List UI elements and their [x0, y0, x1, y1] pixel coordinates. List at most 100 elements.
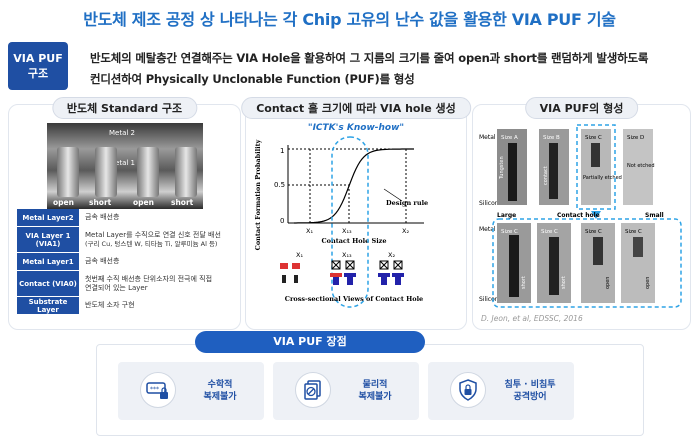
advantage-text: 침투 · 비침투 공격방어 [498, 379, 562, 403]
via-puf-structure-badge: VIA PUF 구조 [8, 42, 68, 90]
probability-chart: Contact Formation Probability 1 0.5 0 De… [254, 136, 428, 308]
layer-desc: 반도체 소자 구현 [85, 301, 135, 309]
layer-desc-line2: (구리 Cu, 텅스텐 W, 티타늄 Ti, 알루미늄 Al 등) [85, 239, 218, 248]
advantage-line2: 복제불가 [203, 392, 237, 402]
size-b-label: Size B [543, 135, 560, 141]
panel2-header: Contact 홀 크기에 따라 VIA hole 생성 [241, 97, 471, 119]
ictk-knowhow-label: "ICTK's Know-how" [307, 123, 405, 133]
open-label-2: open [133, 198, 154, 207]
down-arrow-icon [591, 211, 601, 219]
svg-text:***: *** [150, 386, 159, 393]
highlight-dashed-oval [331, 136, 369, 308]
intro-section: VIA PUF 구조 반도체의 메탈층간 연결해주는 VIA Hole을 활용하… [8, 42, 690, 94]
short-label-1: short [89, 198, 112, 207]
advantage-line2: 공격방어 [513, 392, 547, 402]
tungsten-note: Tungsten [499, 156, 505, 180]
layer-row: Substrate Layer 반도체 소자 구현 [17, 297, 235, 314]
state-open-2: open [645, 277, 651, 289]
layer-stack-table: Metal Layer2 금속 배선층 VIA Layer 1 (VIA1) M… [17, 209, 235, 315]
bottom-size-label: Size C [625, 229, 642, 235]
metal1-label: Metal 1 [109, 159, 136, 167]
advantage-text: 물리적 복제불가 [343, 379, 407, 403]
advantage-card-math: *** 수학적 복제불가 [118, 362, 264, 420]
password-lock-icon: *** [140, 372, 176, 408]
layer-desc-line1: 첫번째 수직 배선층 단위소자의 전극에 직접 [85, 274, 213, 283]
silicon-label-bottom: Silicon [479, 296, 499, 303]
advantage-line1: 침투 · 비침투 [504, 380, 556, 390]
x-tick-x1: X₁ [306, 227, 313, 235]
layer-desc: 금속 배선층 [85, 257, 120, 265]
intro-description: 반도체의 메탈층간 연결해주는 VIA Hole을 활용하여 그 지름의 크기를… [90, 48, 690, 90]
not-etched-note: Not etched [627, 163, 655, 169]
cross-section-caption: Cross-sectional Views of Contact Hole [285, 295, 423, 303]
sub-label-x2: X₂ [388, 251, 395, 259]
layer-row: Metal Layer2 금속 배선층 [17, 209, 235, 226]
state-short-1: short [521, 276, 527, 289]
state-short-2: short [561, 276, 567, 289]
size-c-highlight [576, 124, 616, 210]
state-open-1: open [605, 277, 611, 289]
badge-line1: VIA PUF [13, 52, 63, 65]
size-c-label: Size C [585, 135, 602, 141]
cross-section-icons [280, 260, 404, 285]
badge-line2: 구조 [27, 67, 49, 80]
x-tick-x13: X₁₃ [342, 227, 352, 235]
advantage-card-physical: 물리적 복제불가 [273, 362, 419, 420]
size-a-label: Size A [501, 135, 518, 141]
probability-curve [294, 148, 414, 224]
contact-hole-axis-label: Contact hole [557, 212, 600, 219]
metal2-label: Metal 2 [109, 129, 136, 137]
sub-label-x13: X₁₃ [342, 251, 352, 259]
layer-name: VIA Layer 1 (VIA1) [17, 227, 79, 252]
layer-name: Contact (VIA0) [17, 271, 79, 296]
layer-row: Contact (VIA0) 첫번째 수직 배선층 단위소자의 전극에 직접 연… [17, 271, 235, 296]
size-c-results-highlight [492, 218, 682, 308]
contact-hole-panel: Contact 홀 크기에 따라 VIA hole 생성 "ICTK's Kno… [241, 97, 471, 330]
small-label: Small [645, 212, 664, 219]
citation: D. Jeon, et al, EDSSC, 2016 [481, 314, 583, 323]
silicon-label-top: Silicon [479, 200, 499, 207]
standard-structure-panel: 반도체 Standard 구조 Metal 2 Metal 1 open sho… [8, 97, 241, 330]
x-axis-label: Contact Hole Size [321, 237, 386, 245]
partially-etched-note: Partially etched [583, 175, 622, 181]
layer-desc: 금속 배선층 [85, 213, 120, 221]
layer-desc: 첫번째 수직 배선층 단위소자의 전극에 직접 연결되어 있는 Layer [79, 275, 235, 293]
layer-name: Substrate Layer [17, 297, 79, 314]
via-puf-micrograph: Metal Silicon Size A Size B Size C Size … [479, 124, 682, 308]
open-label-1: open [53, 198, 74, 207]
layer-desc-line1: Metal Layer를 수직으로 연결 신호 전달 배선 [85, 230, 221, 239]
bottom-size-label: Size C [501, 229, 518, 235]
panel1-header: 반도체 Standard 구조 [51, 97, 198, 119]
layer-name: Metal Layer2 [17, 209, 79, 226]
large-label: Large [497, 212, 516, 219]
advantage-text: 수학적 복제불가 [188, 379, 252, 403]
advantage-line1: 물리적 [362, 380, 388, 390]
short-label-2: short [171, 198, 194, 207]
advantage-line2: 복제불가 [358, 392, 392, 402]
page-title: 반도체 제조 공정 상 나타나는 각 Chip 고유의 난수 값을 활용한 VI… [83, 10, 616, 29]
intro-line2: 컨디션하여 Physically Unclonable Function (PU… [90, 72, 415, 86]
intro-line1: 반도체의 메탈층간 연결해주는 VIA Hole을 활용하여 그 지름의 크기를… [90, 51, 649, 65]
shield-lock-icon [450, 372, 486, 408]
layer-row: VIA Layer 1 (VIA1) Metal Layer를 수직으로 연결 … [17, 227, 235, 252]
no-copy-icon [295, 372, 331, 408]
layer-row: Metal Layer1 금속 배선층 [17, 253, 235, 270]
y-axis-label: Contact Formation Probability [254, 139, 262, 250]
y-tick-05: 0.5 [274, 181, 285, 189]
advantage-line1: 수학적 [207, 380, 233, 390]
via-puf-formation-panel: VIA PUF의 형성 Metal Silicon Size A Size B … [472, 97, 691, 330]
advantage-card-attack: 침투 · 비침투 공격방어 [428, 362, 574, 420]
sub-label-x1: X₁ [296, 251, 303, 259]
bottom-size-label: Size C [585, 229, 602, 235]
contact-note: contact [543, 166, 549, 185]
metal-label-top: Metal [479, 134, 496, 141]
layer-name: Metal Layer1 [17, 253, 79, 270]
bottom-size-label: Size C [541, 229, 558, 235]
panel3-header: VIA PUF의 형성 [524, 97, 639, 119]
x-tick-x2: X₂ [402, 227, 409, 235]
layer-desc: Metal Layer를 수직으로 연결 신호 전달 배선 (구리 Cu, 텅스… [79, 231, 235, 249]
y-tick-0: 0 [280, 217, 284, 225]
y-tick-1: 1 [280, 147, 284, 155]
advantages-title: VIA PUF 장점 [195, 331, 425, 353]
metal-label-bottom: Metal [479, 226, 496, 233]
